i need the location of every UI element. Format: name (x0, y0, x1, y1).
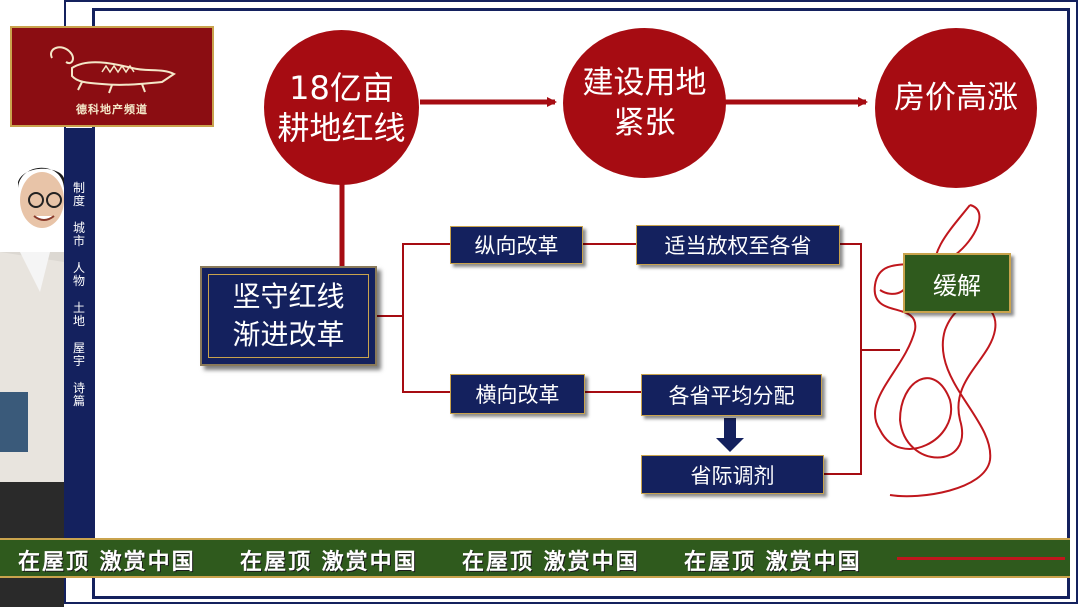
tree-lines (377, 244, 641, 392)
banner-slogan: 在屋顶 激赏中国 (18, 544, 196, 576)
relieve-box: 缓解 (903, 253, 1011, 313)
main-box-line-1: 坚守红线 (209, 278, 368, 316)
banner-red-line (897, 557, 1065, 560)
circle-3-line-1: 房价高涨 (894, 78, 1018, 118)
bracket-to-relieve (824, 244, 900, 474)
side-nav-item[interactable]: 屋宇 (72, 342, 86, 368)
main-box-line-2: 渐进改革 (209, 316, 368, 354)
circle-farmland-redline: 18亿亩 耕地红线 (264, 30, 419, 185)
crocodile-icon (42, 38, 182, 98)
main-box: 坚守红线 渐进改革 (200, 266, 377, 366)
logo-text: 德科地产频道 (12, 101, 212, 117)
horizontal-reform-box: 横向改革 (450, 374, 585, 414)
vertical-reform-box: 纵向改革 (450, 226, 583, 264)
side-nav-item[interactable]: 制度 (72, 182, 86, 208)
side-nav-item[interactable]: 土地 (72, 302, 86, 328)
channel-logo: 德科地产频道 (10, 26, 214, 127)
even-allocation-box: 各省平均分配 (641, 374, 822, 416)
banner-slogan: 在屋顶 激赏中国 (684, 544, 862, 576)
interprovincial-adjustment-box: 省际调剂 (641, 455, 824, 494)
circle-1-line-1: 18亿亩 (277, 68, 405, 108)
side-nav-item[interactable]: 诗篇 (72, 382, 86, 408)
side-nav: 制度 城市 人物 土地 屋宇 诗篇 (67, 182, 91, 422)
bottom-banner: 在屋顶 激赏中国 在屋顶 激赏中国 在屋顶 激赏中国 在屋顶 激赏中国 (0, 538, 1070, 578)
circle-1-line-2: 耕地红线 (277, 108, 405, 148)
side-nav-item[interactable]: 城市 (72, 222, 86, 248)
circle-2-line-2: 紧张 (583, 103, 707, 143)
delegate-to-provinces-box: 适当放权至各省 (636, 225, 840, 265)
banner-slogan: 在屋顶 激赏中国 (462, 544, 640, 576)
down-arrow (716, 418, 744, 452)
side-nav-item[interactable]: 人物 (72, 262, 86, 288)
circle-housing-price: 房价高涨 (875, 28, 1037, 188)
circle-2-line-1: 建设用地 (583, 63, 707, 103)
banner-slogan: 在屋顶 激赏中国 (240, 544, 418, 576)
circle-construction-land: 建设用地 紧张 (563, 28, 726, 178)
